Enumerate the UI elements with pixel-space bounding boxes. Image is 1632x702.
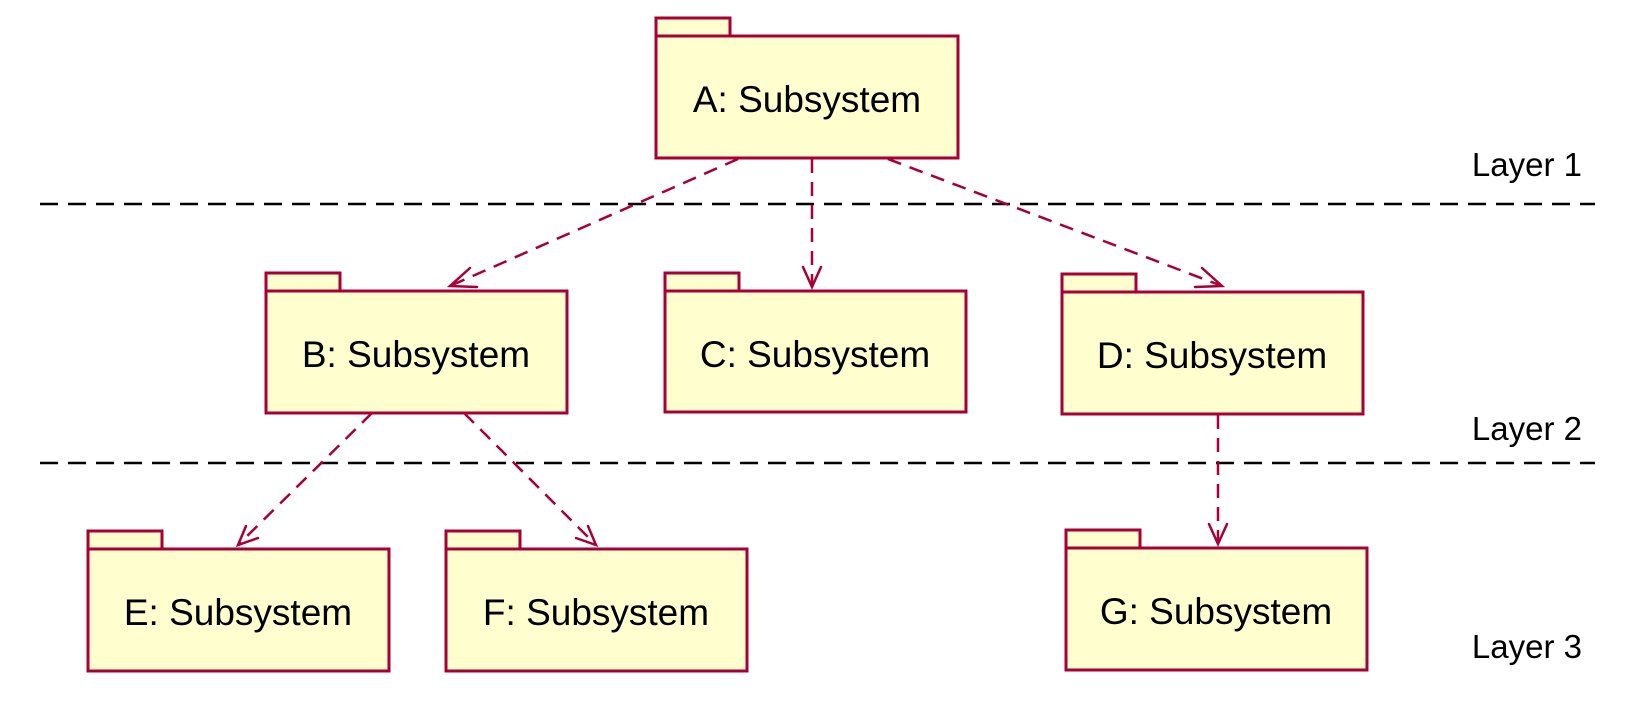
package-body xyxy=(86,547,391,673)
dependency-line xyxy=(449,157,739,288)
dependency-arrowhead xyxy=(235,524,260,548)
package-label: B: Subsystem xyxy=(302,334,530,375)
package-body xyxy=(1064,546,1369,672)
dependency-line xyxy=(237,412,373,546)
layer-label-1: Layer 1 xyxy=(1472,146,1582,183)
package-label: A: Subsystem xyxy=(693,79,921,120)
dependency-arrowhead xyxy=(1193,266,1226,289)
dependency-arrowhead xyxy=(574,524,599,548)
package-tab xyxy=(264,271,342,293)
package-label: D: Subsystem xyxy=(1097,335,1327,376)
dependency-arrowhead xyxy=(1207,522,1229,548)
dependency-arrowhead xyxy=(801,265,823,291)
package-body xyxy=(264,289,569,415)
dependency-arrowhead xyxy=(446,266,479,289)
package-label: F: Subsystem xyxy=(483,592,709,633)
dependency-line xyxy=(463,412,597,546)
package-body xyxy=(654,34,960,160)
package-tab xyxy=(86,529,164,551)
dependency-a-b xyxy=(446,157,739,289)
dependency-line xyxy=(887,157,1223,288)
package-a[interactable]: A: Subsystem xyxy=(654,16,960,160)
package-tab xyxy=(654,16,732,38)
package-label: C: Subsystem xyxy=(700,334,930,375)
dependency-a-c xyxy=(801,159,823,291)
package-d[interactable]: D: Subsystem xyxy=(1060,272,1365,416)
layer-label-2: Layer 2 xyxy=(1472,410,1582,447)
package-tab xyxy=(1064,528,1142,550)
package-tab xyxy=(444,529,522,551)
package-g[interactable]: G: Subsystem xyxy=(1064,528,1369,672)
package-tab xyxy=(663,271,741,293)
dependency-b-f xyxy=(463,412,599,548)
package-body xyxy=(1060,290,1365,416)
package-body xyxy=(663,289,968,414)
package-tab xyxy=(1060,272,1138,294)
layer-label-3: Layer 3 xyxy=(1472,628,1582,665)
package-b[interactable]: B: Subsystem xyxy=(264,271,569,415)
package-f[interactable]: F: Subsystem xyxy=(444,529,749,673)
package-body xyxy=(444,547,749,673)
package-c[interactable]: C: Subsystem xyxy=(663,271,968,414)
package-label: G: Subsystem xyxy=(1100,591,1332,632)
dependency-a-d xyxy=(887,157,1226,289)
package-e[interactable]: E: Subsystem xyxy=(86,529,391,673)
dependency-d-g xyxy=(1207,415,1229,548)
package-label: E: Subsystem xyxy=(124,592,352,633)
dependency-b-e xyxy=(235,412,373,548)
